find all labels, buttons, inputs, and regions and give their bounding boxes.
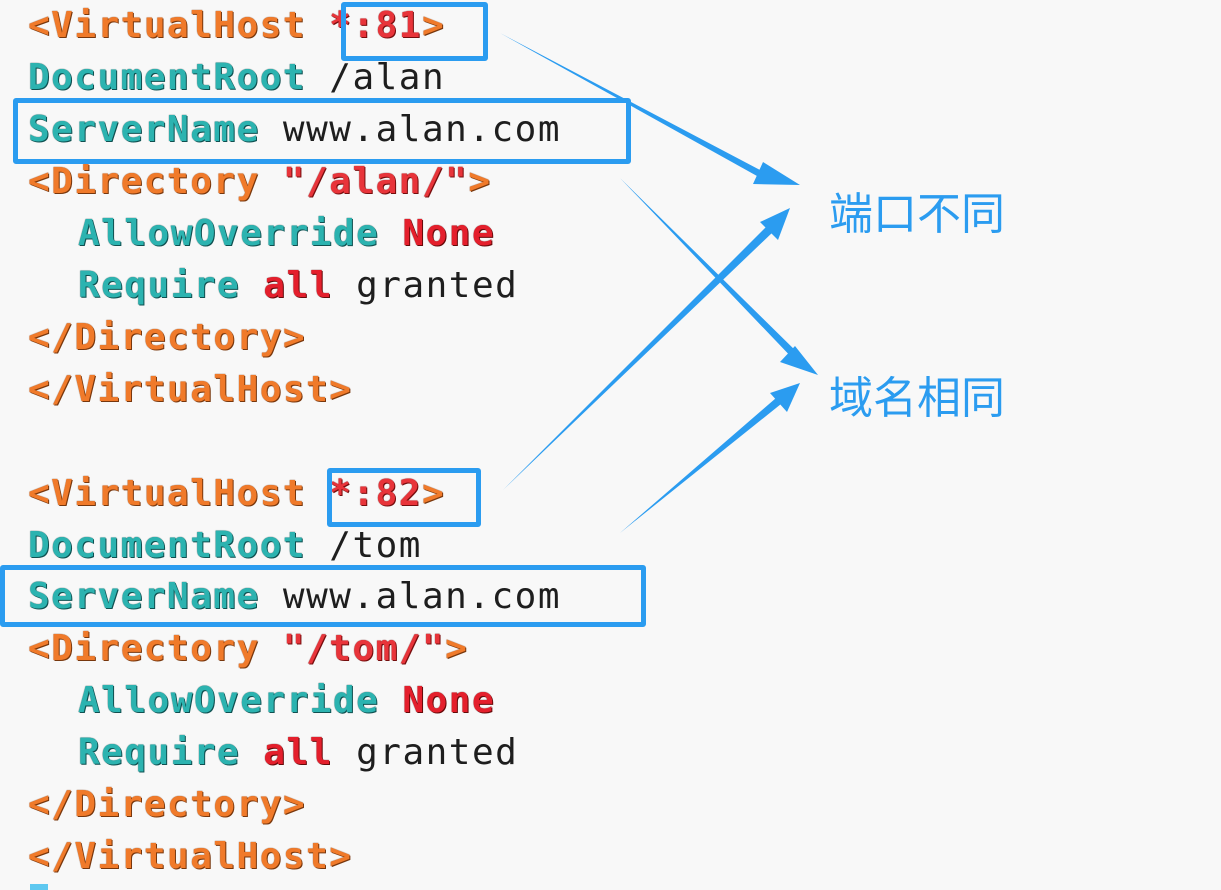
code-line-5: AllowOverride None — [78, 208, 495, 260]
code-token: *:82 — [329, 473, 422, 514]
code-token: > — [421, 5, 446, 46]
code-token: AllowOverride — [78, 213, 380, 254]
code-token: ServerName — [28, 576, 260, 617]
code-token: DocumentRoot — [28, 57, 307, 98]
code-token: "/tom/" — [282, 628, 446, 669]
code-line-17: </VirtualHost> — [28, 831, 352, 883]
code-line-3: ServerName www.alan.com — [28, 104, 561, 156]
highlight-servername-2 — [0, 565, 646, 627]
code-token: Require — [78, 265, 241, 306]
code-token: Require — [78, 732, 241, 773]
arrow-port-81 — [500, 33, 800, 185]
code-line-10: <VirtualHost *:82> — [28, 468, 445, 520]
code-token: > — [468, 161, 492, 202]
code-line-8: </VirtualHost> — [28, 364, 352, 416]
code-token: "/alan/" — [282, 161, 469, 202]
code-token: /alan — [306, 57, 446, 98]
code-line-13: <Directory "/tom/"> — [28, 623, 468, 675]
code-token: all — [263, 732, 333, 773]
code-line-1: <VirtualHost *:81> — [28, 0, 445, 52]
code-token: </Directory> — [28, 784, 307, 825]
highlight-servername-1 — [13, 98, 631, 164]
code-token: AllowOverride — [78, 680, 380, 721]
code-token: None — [402, 680, 496, 721]
annotation-port-different: 端口不同 — [829, 189, 1005, 240]
code-token: </VirtualHost> — [28, 369, 353, 410]
code-token: > — [421, 473, 446, 514]
code-line-4: <Directory "/alan/"> — [28, 156, 492, 208]
code-token: all — [263, 265, 333, 306]
code-token: </VirtualHost> — [28, 836, 353, 877]
code-token: granted — [332, 732, 519, 773]
code-line-7: </Directory> — [28, 312, 306, 364]
code-token: None — [402, 213, 496, 254]
code-line-2: DocumentRoot /alan — [28, 52, 445, 104]
code-token: granted — [332, 265, 519, 306]
code-token: www.alan.com — [259, 109, 562, 150]
code-token: <Directory — [28, 161, 283, 202]
code-line-11: DocumentRoot /tom — [28, 520, 422, 572]
code-token: <VirtualHost — [28, 473, 330, 514]
annotation-domain-same: 域名相同 — [829, 373, 1005, 424]
code-token: <Directory — [28, 628, 283, 669]
code-token: </Directory> — [28, 317, 307, 358]
code-line-14: AllowOverride None — [78, 675, 495, 727]
code-token: www.alan.com — [259, 576, 562, 617]
code-line-16: </Directory> — [28, 779, 306, 831]
code-line-12: ServerName www.alan.com — [28, 571, 561, 623]
code-token: <VirtualHost — [28, 5, 330, 46]
code-token: /tom — [306, 525, 422, 566]
code-line-15: Require all granted — [78, 727, 518, 779]
code-token: > — [445, 628, 469, 669]
code-token: ServerName — [28, 109, 260, 150]
arrow-servername-2 — [620, 383, 800, 533]
code-line-6: Require all granted — [78, 260, 518, 312]
arrow-port-82 — [503, 208, 790, 490]
highlight-port-81 — [341, 2, 488, 61]
text-cursor — [30, 884, 48, 890]
arrow-servername-1 — [620, 178, 818, 375]
highlight-port-82 — [327, 468, 481, 527]
code-token: DocumentRoot — [28, 525, 307, 566]
